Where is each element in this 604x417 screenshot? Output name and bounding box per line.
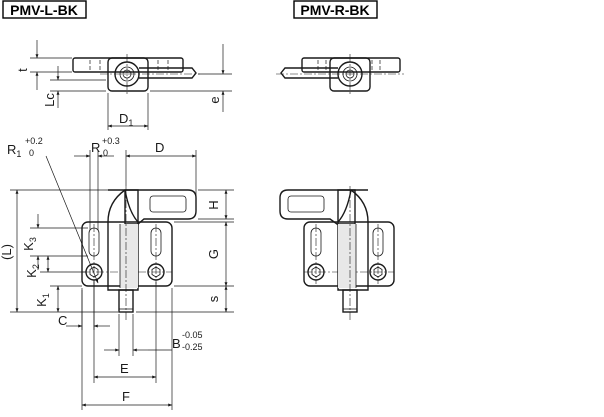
dim-lc: Lc [42, 93, 57, 107]
dim-k3: K3 [21, 237, 38, 251]
dim-r1-tol-upper: +0.2 [25, 136, 43, 146]
dim-b: B [172, 336, 181, 351]
dim-k2: K2 [24, 264, 41, 278]
front-view-right [279, 186, 395, 320]
dim-r1: R1 [7, 142, 21, 159]
dim-r1-tol-lower: 0 [29, 148, 34, 158]
dim-k1: K1 [34, 293, 51, 307]
dim-b-tol-upper: -0.05 [182, 330, 203, 340]
dim-f: F [122, 389, 130, 404]
front-view-left [81, 186, 197, 320]
title-right: PMV-R-BK [300, 2, 369, 18]
dim-s: s [206, 295, 221, 302]
title-left-box: PMV-L-BK [2, 0, 87, 19]
top-view-right [276, 54, 404, 96]
dim-l: (L) [0, 244, 14, 260]
dim-d1: D1 [119, 111, 133, 128]
dim-r-tol-lower: 0 [103, 148, 108, 158]
dim-e-width: E [120, 361, 129, 376]
dim-c: C [58, 313, 67, 328]
dim-b-tol-lower: -0.25 [182, 342, 203, 352]
dims-front-left: (L) K3 K2 K1 R1 +0.2 0 R +0.3 0 D [0, 136, 234, 410]
dims-top-view-left: t Lc e D1 [15, 40, 232, 130]
title-right-box: PMV-R-BK [293, 0, 378, 19]
dim-r-tol-upper: +0.3 [102, 136, 120, 146]
top-view-left [72, 54, 200, 96]
dim-t: t [15, 68, 30, 72]
title-left: PMV-L-BK [10, 2, 78, 18]
dim-d: D [155, 140, 164, 155]
dim-r: R [91, 140, 100, 155]
dim-g: G [206, 249, 221, 259]
dim-h: H [206, 200, 221, 209]
dim-e: e [207, 96, 222, 103]
